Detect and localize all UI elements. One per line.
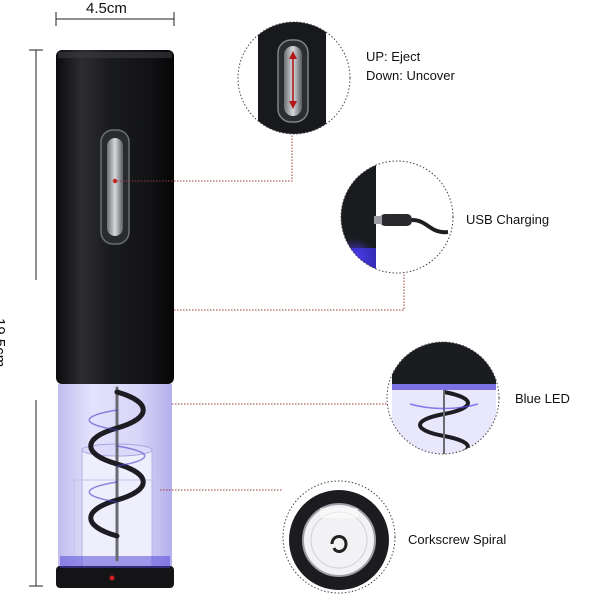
blue-led-icon <box>392 384 496 454</box>
height-label: 19.5cm <box>0 318 8 368</box>
corkscrew-spiral <box>88 386 146 562</box>
callout-usb-circle <box>340 160 454 274</box>
usb-cable-icon <box>374 214 449 235</box>
callout-usb-label: USB Charging <box>466 212 550 227</box>
height-dimension-line <box>29 49 43 587</box>
callout-button-line-2: Down: Uncover <box>366 68 455 83</box>
callout-button-circle <box>237 21 351 135</box>
callout-led-label: Blue LED <box>515 391 570 406</box>
width-label: 4.5cm <box>86 0 127 17</box>
switch-button-icon <box>289 51 297 109</box>
callout-button-label: UP: Eject Down: Uncover <box>366 47 455 85</box>
callout-spiral-label: Corkscrew Spiral <box>408 532 507 547</box>
width-dimension-line <box>55 12 175 26</box>
callout-led-circle <box>386 341 500 455</box>
switch-button <box>100 129 130 245</box>
callout-button-line-1: UP: Eject <box>366 49 421 64</box>
corkscrew-spiral-icon <box>330 535 348 553</box>
callout-spiral-circle <box>282 480 396 594</box>
leader-lines <box>117 134 405 491</box>
wine-opener-body <box>56 50 174 588</box>
